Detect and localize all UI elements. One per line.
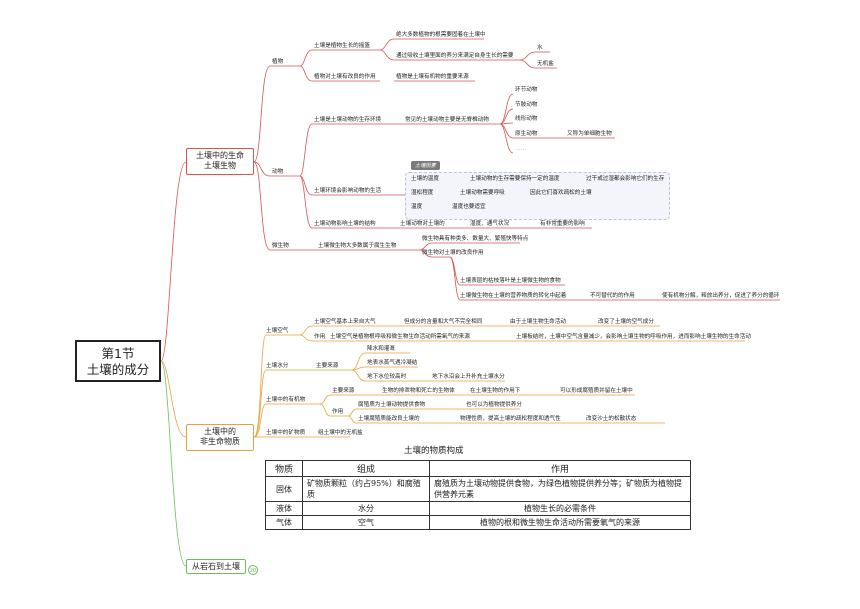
node-plants-role[interactable]: 土壤是植物生长的摇篮	[314, 43, 370, 49]
node-arthropod[interactable]: 节肢动物	[515, 102, 538, 108]
soil-composition-table: 物质 组成 作用 固体 矿物质颗粒（约占95%）和腐殖质 腐殖质为土壤动物提供食…	[265, 460, 691, 530]
soil-factors-tag: 土壤因素	[411, 161, 440, 170]
node-plants-effect[interactable]: 植物对土壤有改良的作用	[314, 74, 376, 80]
node-water-s3-note[interactable]: 地下水沿会上升补充土壤水分	[432, 374, 505, 380]
node-organic-source[interactable]: 主要来源	[332, 388, 355, 394]
node-air-comp[interactable]: 土壤空气基本上来自大气	[314, 319, 376, 325]
node-protozoa[interactable]: 原生动物	[515, 131, 538, 137]
node-microbes-desc[interactable]: 土壤微生物大多数属于腐生生物	[318, 243, 397, 249]
node-more[interactable]: ……	[515, 146, 527, 152]
node-impact-note[interactable]: 土壤动物对土壤的	[400, 221, 445, 227]
table-header-row: 物质 组成 作用	[265, 460, 691, 477]
branch-nonlife-line2: 非生命物质	[200, 437, 240, 446]
node-plants-effect-detail[interactable]: 植物是土壤有机物的重要来源	[396, 74, 469, 80]
node-mineral-note[interactable]: 组土壤中的无机盐	[318, 430, 363, 436]
node-protozoa-note[interactable]: 又称为单细胞生物	[567, 131, 612, 137]
node-microbes-decompose3[interactable]: 使有机物分解，释放出养分，促进了养分的循环	[662, 293, 780, 299]
cell-composition: 水分	[302, 501, 430, 516]
cell-substance: 气体	[265, 515, 303, 530]
cell-composition: 矿物质颗粒（约占95%）和腐殖质	[302, 476, 430, 502]
node-water[interactable]: 水	[537, 45, 543, 51]
node-organic-use[interactable]: 作用	[332, 409, 344, 415]
cell-substance: 固体	[265, 476, 303, 502]
branch-rock-label: 从岩石到土壤	[192, 562, 240, 571]
node-microbes-decompose2[interactable]: 不可替代的的作用	[590, 293, 635, 299]
node-impact-result[interactable]: 有非常重要的影响	[540, 221, 585, 227]
node-moist-note2[interactable]: 因此它们喜欢疏松的土壤	[530, 190, 592, 196]
table-row: 气体 空气 植物的根和微生物生命活动所需要氧气的来源	[265, 515, 691, 530]
root-subtitle: 土壤的成分	[86, 362, 150, 377]
node-animals-common[interactable]: 常见的土壤动物主要是无脊椎动物	[405, 117, 489, 123]
node-moist[interactable]: 湿松程度	[411, 190, 434, 196]
node-plants-fix[interactable]: 绝大多数植物的根需要固着在土壤中	[396, 32, 486, 38]
node-light-note[interactable]: 温度也要适宜	[452, 204, 486, 210]
header-composition: 组成	[302, 460, 430, 477]
node-microbes-food[interactable]: 土壤表层的枯枝落叶是土壤微生物的食物	[460, 278, 561, 284]
node-animals-habitat[interactable]: 土壤是土壤动物的生存环境	[314, 117, 382, 123]
node-salt[interactable]: 无机盐	[537, 61, 554, 67]
table-row: 液体 水分 植物生长的必需条件	[265, 501, 691, 516]
node-organic-use2-note2[interactable]: 改变沙土的松散状态	[586, 416, 637, 422]
node-air-use[interactable]: 作用	[314, 334, 326, 340]
node-microbes-feature[interactable]: 微生物具有种类多、数量大、繁殖快等特点	[422, 236, 529, 242]
node-annelid[interactable]: 环节动物	[515, 87, 538, 93]
node-air-comp-result[interactable]: 改变了土壤的空气成分	[598, 319, 654, 325]
cell-function: 腐殖质为土壤动物提供食物，为绿色植物提供养分等；矿物质为植物提供营养元素	[429, 476, 691, 502]
branch-life-line1: 土壤中的生命	[196, 151, 244, 160]
node-microbes[interactable]: 微生物	[272, 243, 289, 249]
node-organic-use2[interactable]: 土壤腐殖质能改良土壤的	[358, 416, 420, 422]
node-soil-water[interactable]: 土壤水分	[266, 363, 289, 369]
node-organic-source-note[interactable]: 生物的排泄物和死亡的生物体	[382, 388, 455, 394]
node-water-s1[interactable]: 降水和灌溉	[367, 346, 395, 352]
node-water-source[interactable]: 主要来源	[316, 363, 339, 369]
node-mineral[interactable]: 土壤中的矿物质	[266, 430, 306, 436]
node-moist-note[interactable]: 土壤动物需要呼吸	[460, 190, 505, 196]
node-organic-use1-note[interactable]: 也可以为植物提供养分	[466, 402, 522, 408]
node-animals[interactable]: 动物	[272, 169, 284, 175]
collapsed-count-badge[interactable]: 20	[248, 565, 258, 575]
soil-factors-box	[405, 172, 670, 220]
node-nematode[interactable]: 线形动物	[515, 116, 538, 122]
branch-life[interactable]: 土壤中的生命 土壤生物	[186, 148, 254, 175]
node-plants[interactable]: 植物	[272, 59, 284, 65]
header-substance: 物质	[265, 460, 303, 477]
node-air[interactable]: 土壤空气	[266, 328, 289, 334]
node-water-s2[interactable]: 地表水蒸气遇冷凝结	[367, 360, 418, 366]
node-air-use-note[interactable]: 土壤空气是植物根呼吸和微生物生命活动所需氧气的来源	[330, 334, 470, 340]
node-temp-note[interactable]: 土壤动物的生存需要保持一定的温度	[470, 176, 560, 182]
cell-function: 植物生长的必需条件	[429, 501, 691, 516]
root-title: 第1节	[101, 346, 135, 361]
node-organic-use2-note[interactable]: 物理性质，提高土壤的疏松程度和透气性	[460, 416, 561, 422]
node-organic-source-note3[interactable]: 可以形成腐殖质并留在土壤中	[560, 388, 633, 394]
node-light[interactable]: 温度	[411, 204, 423, 210]
branch-rock[interactable]: 从岩石到土壤	[186, 559, 246, 574]
branch-life-line2: 土壤生物	[204, 161, 236, 170]
node-microbes-decompose[interactable]: 土壤微生物在土壤的营养物质的转化中起着	[460, 293, 567, 299]
header-function: 作用	[429, 460, 691, 477]
root-node[interactable]: 第1节 土壤的成分	[75, 340, 161, 382]
table-row: 固体 矿物质颗粒（约占95%）和腐殖质 腐殖质为土壤动物提供食物，为绿色植物提供…	[265, 476, 691, 502]
node-plants-absorb[interactable]: 通过吸收土壤里面的养分来满足自身生长的需要	[396, 53, 514, 59]
cell-substance: 液体	[265, 501, 303, 516]
node-impact-items[interactable]: 湿度、通气状况	[470, 221, 510, 227]
cell-composition: 空气	[302, 515, 430, 530]
node-organic-use1[interactable]: 腐殖质为土壤动物提供食物	[358, 402, 426, 408]
node-water-s3[interactable]: 地下水位较高时	[367, 374, 407, 380]
node-organic-source-note2[interactable]: 在土壤生物的作用下	[470, 388, 521, 394]
node-temp[interactable]: 土壤的温度	[411, 176, 439, 182]
table-title: 土壤的物质构成	[404, 446, 464, 456]
cell-function: 植物的根和微生物生命活动所需要氧气的来源	[429, 515, 691, 530]
node-microbes-role[interactable]: 微生物对土壤的改良作用	[422, 250, 484, 256]
node-animals-impact[interactable]: 土壤动物影响土壤的结构	[314, 221, 376, 227]
node-air-use-note2[interactable]: 土壤板结时，土壤中空气含量减少，会影响土壤生物的呼吸作用，进而影响土壤生物的生命…	[516, 334, 751, 340]
node-air-comp-reason[interactable]: 由于土壤生物生命活动	[510, 319, 566, 325]
node-air-comp-note[interactable]: 但成分的含量和大气不完全相同	[404, 319, 483, 325]
branch-nonlife[interactable]: 土壤中的 非生命物质	[186, 424, 254, 451]
node-organic[interactable]: 土壤中的有机物	[266, 397, 306, 403]
node-animals-factors[interactable]: 土壤环境会影响动物的生活	[314, 188, 382, 194]
node-temp-note2[interactable]: 过干或过湿都会影响它们的生存	[586, 176, 665, 182]
branch-nonlife-line1: 土壤中的	[204, 427, 236, 436]
